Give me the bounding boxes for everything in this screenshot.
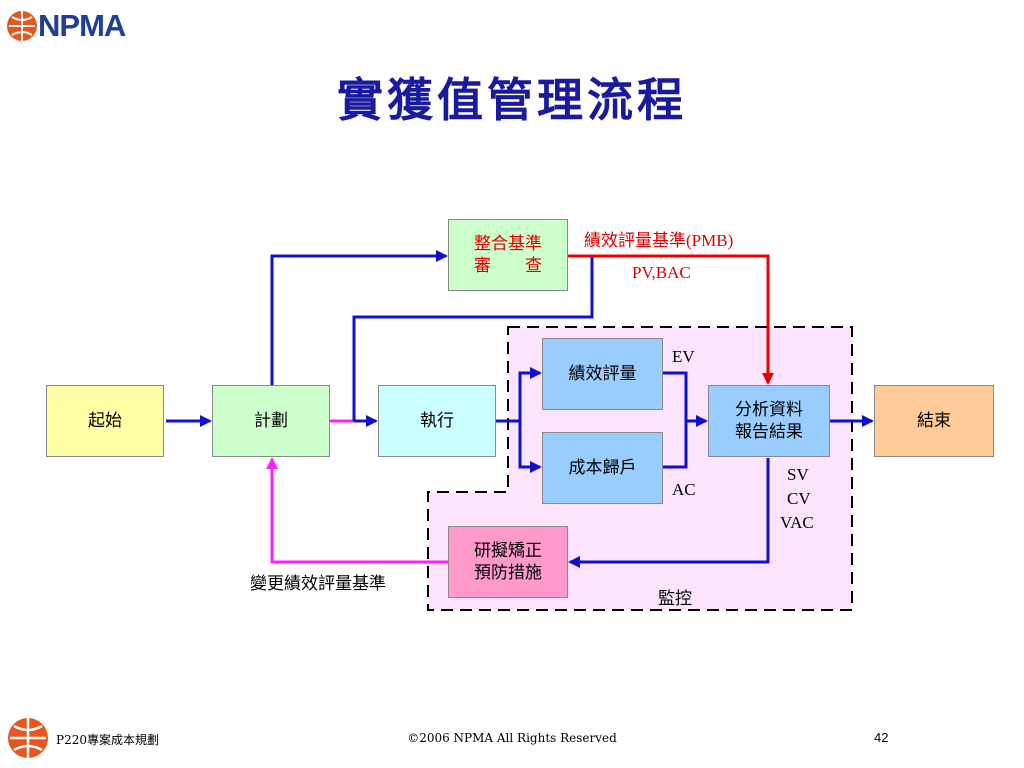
node-cost-label: 成本歸戶 [568, 458, 637, 478]
label-ac: AC [672, 480, 696, 499]
node-performance-label: 績效評量 [568, 364, 637, 384]
node-analysis-line1: 分析資料 [735, 400, 803, 420]
node-execute: 執行 [378, 385, 496, 457]
node-corrective-line1: 研擬矯正 [474, 541, 542, 561]
connector-ev [663, 371, 688, 421]
arrow-plan-integrate [270, 250, 448, 385]
node-analysis: 分析資料 報告結果 [708, 385, 830, 457]
label-pmb: 績效評量基準(PMB) [584, 231, 734, 250]
label-change-baseline: 變更績效評量基準 [250, 574, 386, 593]
node-start-label: 起始 [88, 411, 122, 431]
node-integrate-line1: 整合基準 [474, 234, 542, 254]
footer-course: P220專案成本規劃 [56, 733, 159, 747]
page-title: 實獲值管理流程 [337, 73, 687, 127]
node-execute-label: 執行 [420, 411, 454, 431]
node-end-label: 結束 [917, 411, 951, 431]
globe-icon [7, 11, 37, 41]
node-plan-label: 計劃 [254, 411, 288, 431]
node-integrate-line2: 審 查 [474, 256, 542, 276]
label-sv: SV [787, 465, 809, 484]
logo-wordmark: NPMA [38, 8, 126, 43]
arrow-analysis-corrective [568, 458, 770, 568]
arrow-pmb [568, 254, 774, 385]
node-corrective-action: 研擬矯正 預防措施 [448, 526, 568, 598]
label-cv: CV [787, 489, 811, 508]
npma-logo: NPMA [6, 8, 146, 43]
node-integrate-review: 整合基準 審 查 [448, 219, 568, 291]
arrow-execute-performance [518, 367, 542, 421]
connector-ac [663, 421, 688, 469]
label-monitor: 監控 [658, 589, 692, 608]
arrow-execute-cost [518, 421, 542, 473]
node-analysis-line2: 報告結果 [735, 422, 803, 442]
arrow-change-baseline [266, 457, 448, 564]
node-start: 起始 [46, 385, 164, 457]
node-end: 結束 [874, 385, 994, 457]
node-plan: 計劃 [212, 385, 330, 457]
footer-logo-icon [8, 718, 48, 758]
label-vac: VAC [780, 513, 814, 532]
label-pv-bac: PV,BAC [632, 263, 691, 282]
label-ev: EV [672, 347, 695, 366]
footer-copyright: ©2006 NPMA All Rights Reserved [407, 731, 617, 745]
node-performance: 績效評量 [542, 338, 663, 410]
node-corrective-line2: 預防措施 [474, 563, 542, 583]
node-cost: 成本歸戶 [542, 432, 663, 504]
page-number: 42 [874, 730, 889, 745]
